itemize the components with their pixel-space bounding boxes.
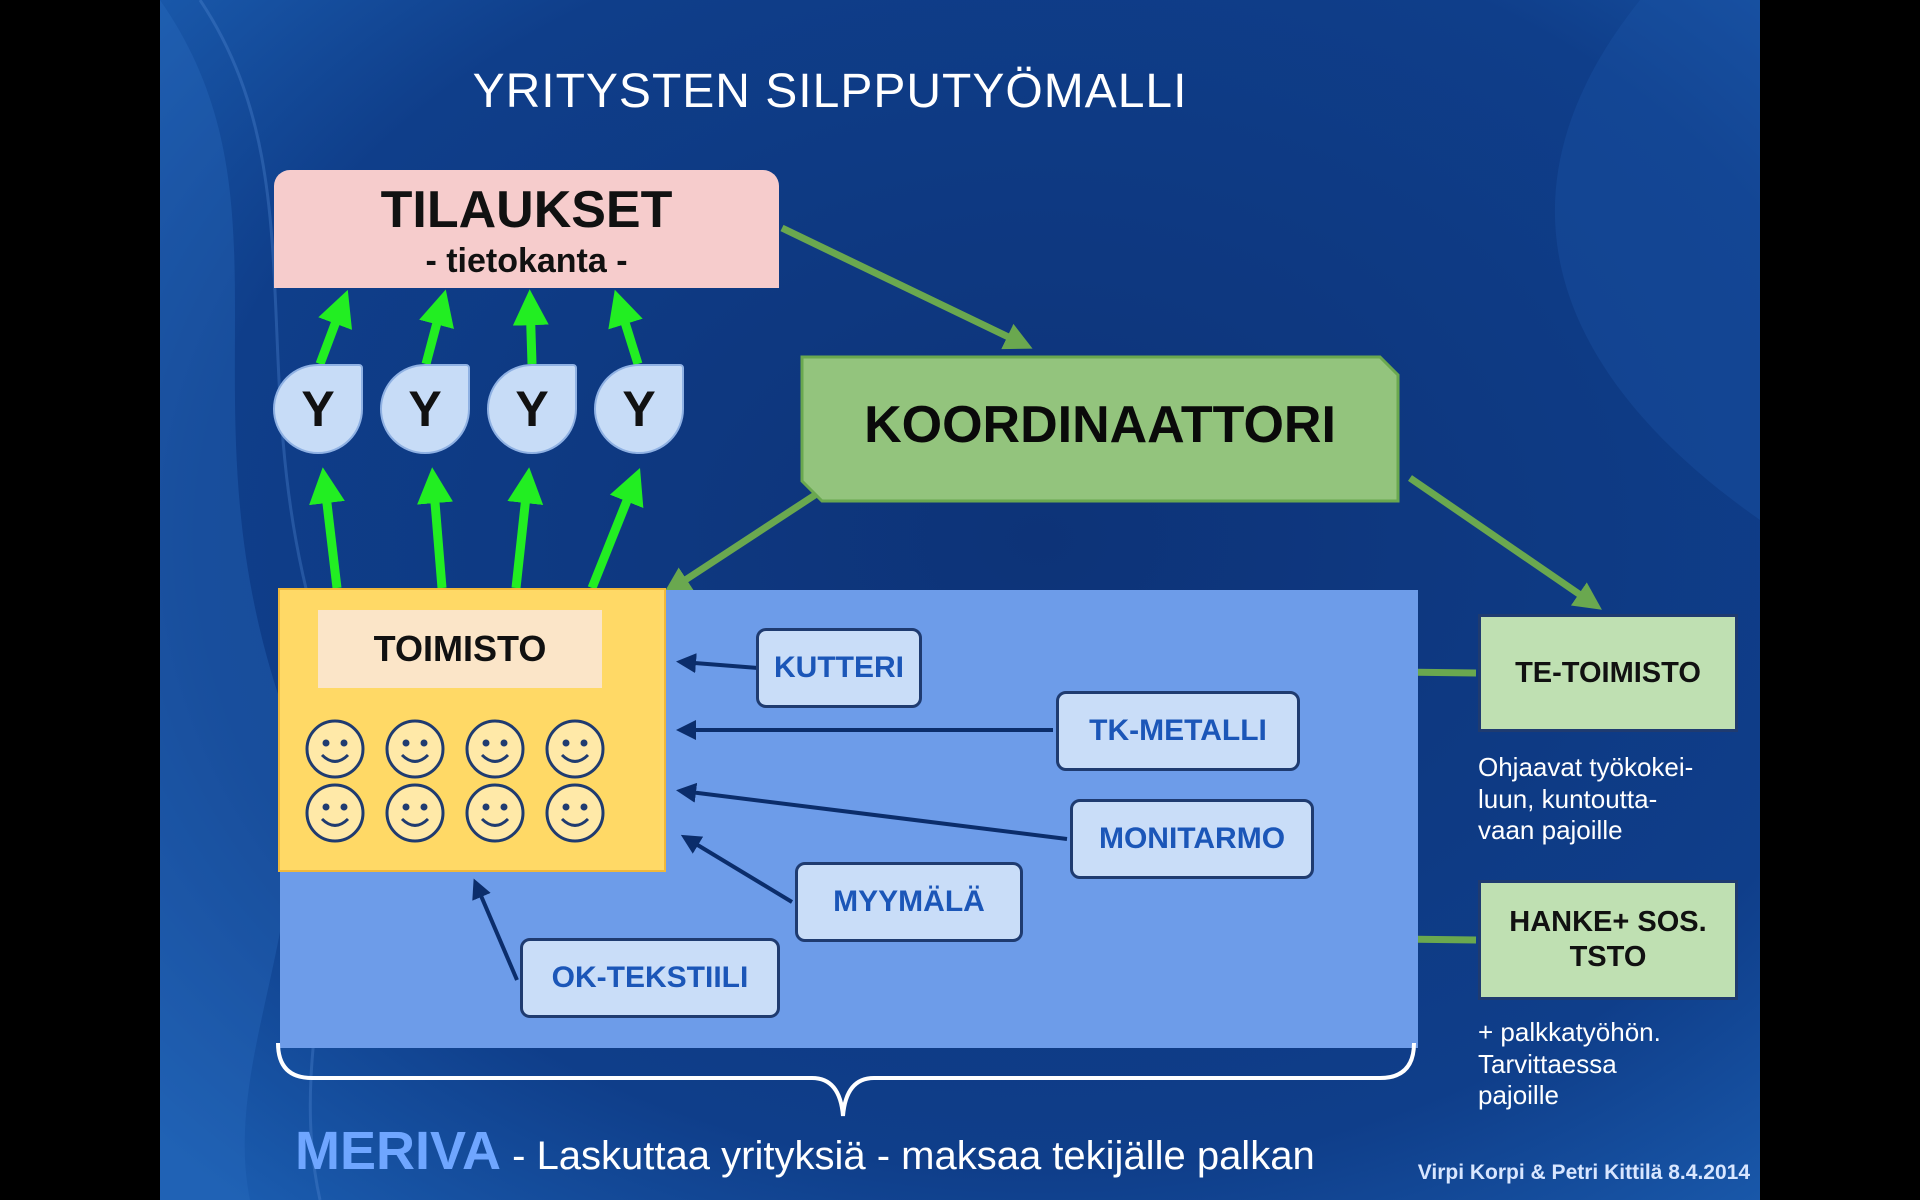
smiley-icon (464, 718, 526, 780)
smiley-icon (384, 782, 446, 844)
meriva-label: MERIVA (295, 1121, 502, 1181)
hanke-note-line: + palkkatyöhön. (1478, 1017, 1661, 1047)
smiley-icon (304, 718, 366, 780)
smiley-icon (384, 718, 446, 780)
te-toimisto-note: Ohjaavat työkokei- luun, kuntoutta- vaan… (1478, 752, 1758, 847)
smiley-icon (544, 782, 606, 844)
tilaukset-subtitle: - tietokanta - (425, 242, 628, 280)
slide-title: YRITYSTEN SILPPUTYÖMALLI (472, 65, 1188, 118)
hanke-note-line: pajoille (1478, 1080, 1559, 1111)
hanke-label-line: TSTO (1569, 941, 1647, 973)
meriva-brace (276, 1042, 1416, 1117)
hanke-note-line: Tarvittaessa (1478, 1048, 1617, 1079)
y-node-1: Y (273, 364, 363, 454)
te-toimisto-box: TE-TOIMISTO (1478, 614, 1738, 732)
toimisto-label: TOIMISTO (318, 610, 602, 688)
hanke-note: + palkkatyöhön. Tarvittaessa pajoille (1478, 1017, 1758, 1112)
y-node-4: Y (594, 364, 684, 454)
footer-caption: MERIVA - Laskuttaa yrityksiä - maksaa te… (295, 1120, 1445, 1182)
arrows-toimisto-to-y (309, 467, 644, 590)
koordinaattori-shape (800, 355, 1400, 503)
y-node-2: Y (380, 364, 470, 454)
hanke-sos-tsto-box: HANKE+ SOS. TSTO (1478, 880, 1738, 1000)
company-tk-metalli: TK-METALLI (1056, 691, 1300, 771)
te-toimisto-note-line: vaan pajoille (1478, 815, 1623, 846)
tilaukset-database-box: TILAUKSET - tietokanta - (274, 170, 779, 288)
arrow-koordinaattori-to-te-toimisto (1408, 475, 1602, 610)
arrow-tilaukset-to-koordinaattori (780, 224, 1033, 350)
company-kutteri: KUTTERI (756, 628, 922, 708)
y-node-3: Y (487, 364, 577, 454)
hanke-label-line: HANKE+ SOS. (1509, 906, 1707, 939)
company-ok-tekstiili: OK-TEKSTIILI (520, 938, 780, 1018)
slide: YRITYSTEN SILPPUTYÖMALLI TILAUKSET - tie… (160, 0, 1760, 1200)
smiley-icon (464, 782, 526, 844)
te-toimisto-note-line: Ohjaavat työkokei- (1478, 752, 1694, 782)
author-credit: Virpi Korpi & Petri Kittilä 8.4.2014 (1417, 1161, 1750, 1184)
koordinaattori-label: KOORDINAATTORI (864, 396, 1336, 454)
company-myymala: MYYMÄLÄ (795, 862, 1023, 942)
company-monitarmo: MONITARMO (1070, 799, 1314, 879)
te-toimisto-note-line: luun, kuntoutta- (1478, 783, 1658, 814)
arrows-y-to-tilaukset (315, 289, 643, 366)
tilaukset-title: TILAUKSET (380, 181, 673, 239)
arrow-koordinaattori-to-toimisto (662, 492, 817, 595)
meriva-description: - Laskuttaa yrityksiä - maksaa tekijälle… (501, 1134, 1315, 1178)
smiley-icon (304, 782, 366, 844)
smiley-icon (544, 718, 606, 780)
